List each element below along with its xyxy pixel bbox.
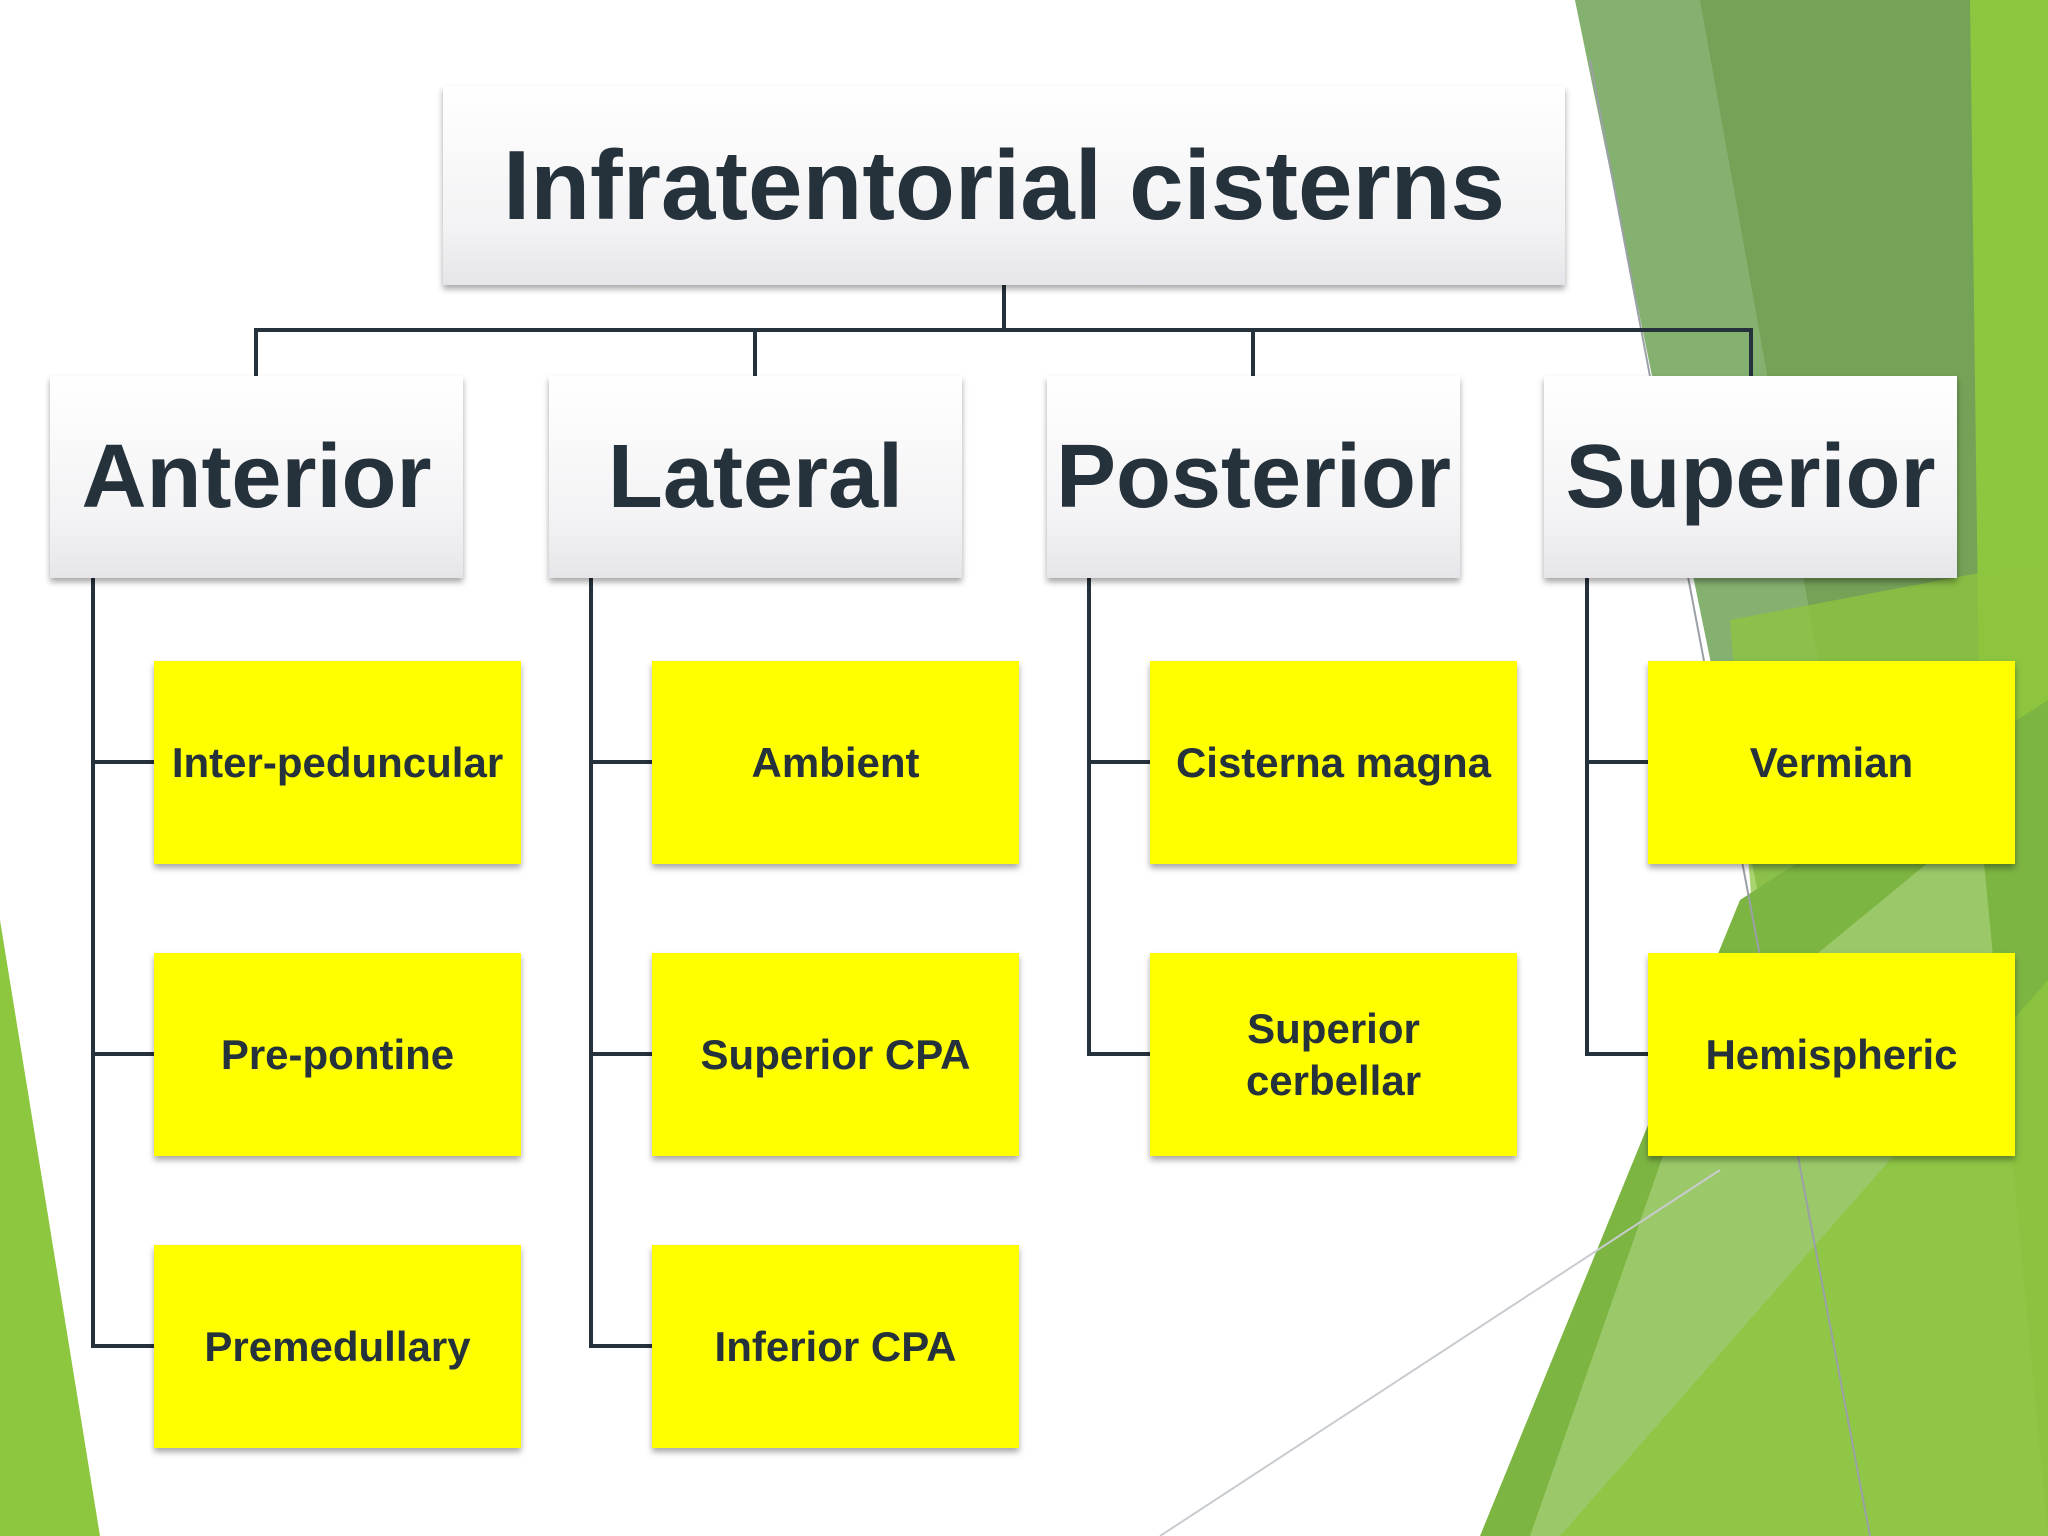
category-lateral: Lateral [549,376,962,578]
category-anterior: Anterior [50,376,463,578]
leaf-ambient: Ambient [652,661,1019,864]
leaf-superior-cpa: Superior CPA [652,953,1019,1156]
leaf-vermian: Vermian [1648,661,2015,864]
category-superior: Superior [1544,376,1957,578]
leaf-superior-cerbellar: Superior cerbellar [1150,953,1517,1156]
leaf-pre-pontine: Pre-pontine [154,953,521,1156]
leaf-premedullary: Premedullary [154,1245,521,1448]
leaf-hemispheric: Hemispheric [1648,953,2015,1156]
leaf-inferior-cpa: Inferior CPA [652,1245,1019,1448]
diagram-title: Infratentorial cisterns [443,86,1565,285]
leaf-cisterna-magna: Cisterna magna [1150,661,1517,864]
leaf-inter-peduncular: Inter-peduncular [154,661,521,864]
category-posterior: Posterior [1047,376,1460,578]
connector-lines [91,285,1753,1348]
